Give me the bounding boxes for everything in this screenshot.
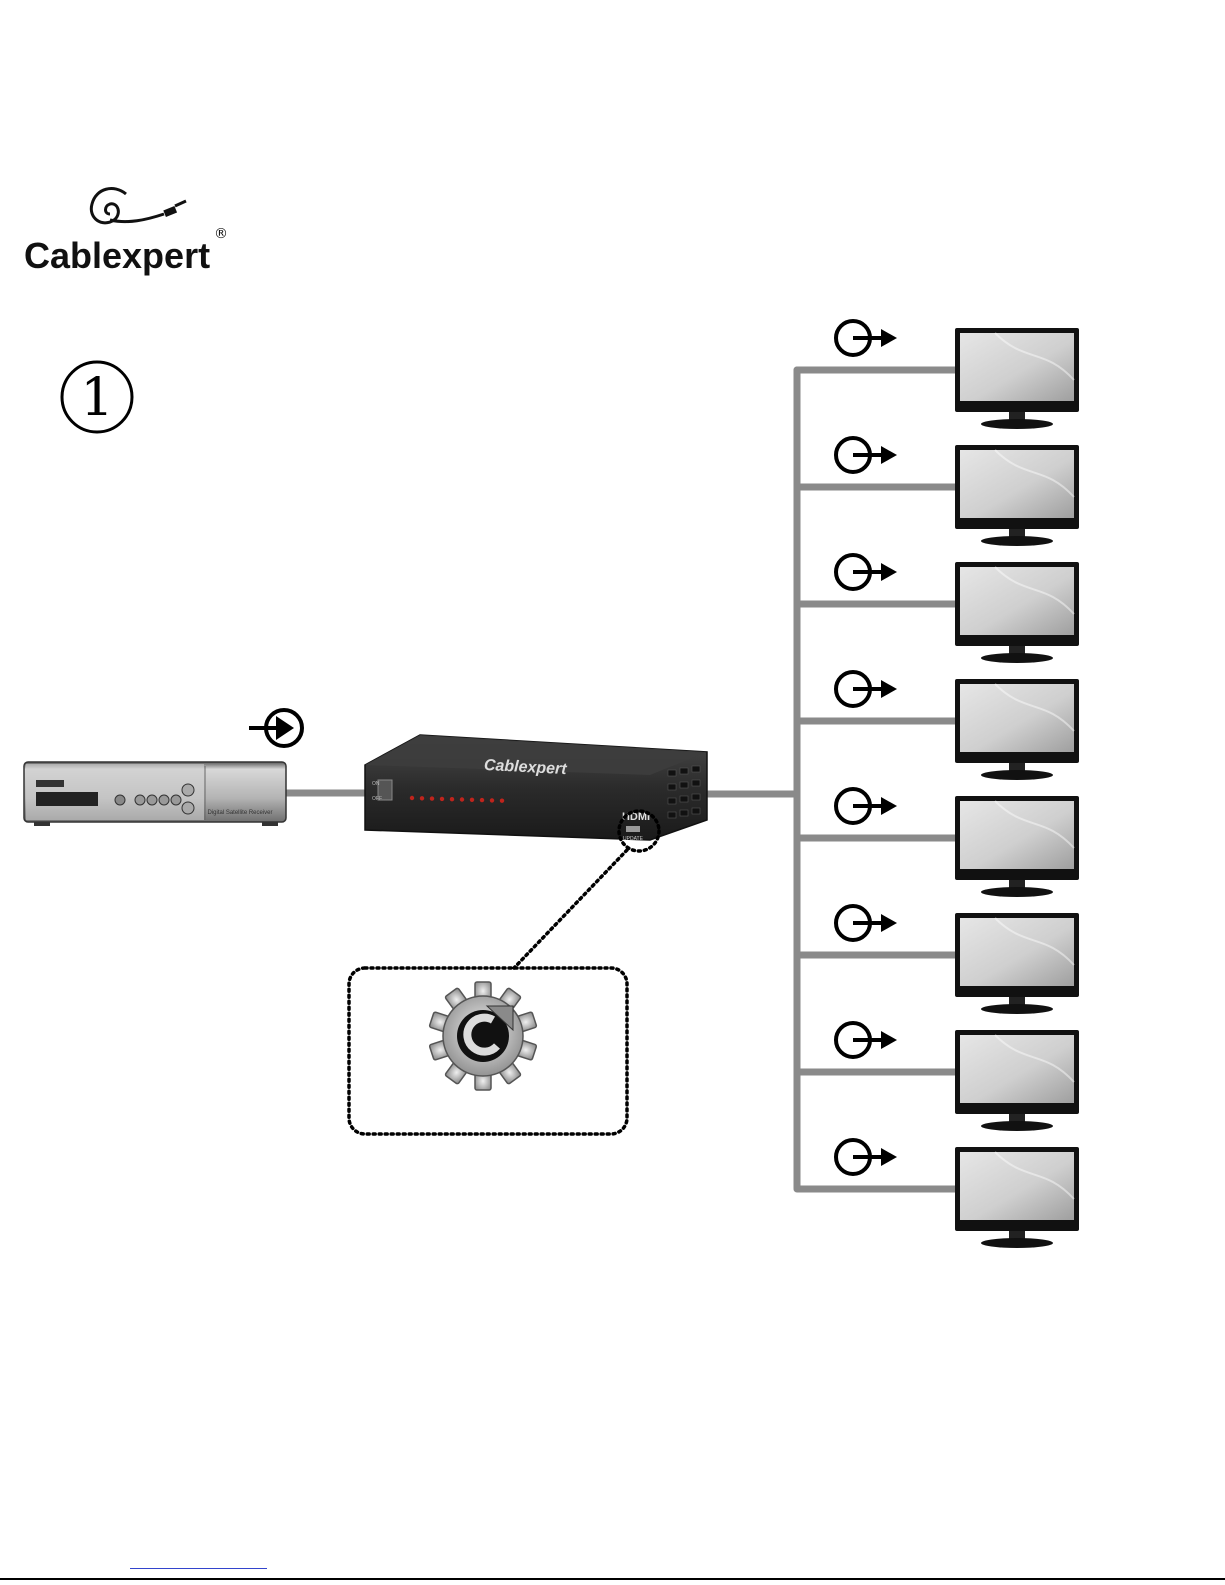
receiver-front-label: Digital Satellite Receiver bbox=[207, 810, 272, 816]
update-port-callout bbox=[349, 811, 659, 1134]
output-arrow-icon bbox=[836, 672, 897, 706]
monitor-icon bbox=[955, 796, 1079, 897]
monitor-icon bbox=[955, 1030, 1079, 1131]
output-arrow-icon bbox=[836, 555, 897, 589]
svg-text:1: 1 bbox=[80, 368, 113, 428]
status-led bbox=[420, 796, 424, 800]
output-arrow-icon bbox=[836, 789, 897, 823]
status-led bbox=[470, 798, 474, 802]
output-markers bbox=[836, 321, 897, 1174]
status-led bbox=[480, 798, 484, 802]
status-led bbox=[490, 798, 494, 802]
status-led bbox=[440, 797, 444, 801]
step-number-badge: 1 bbox=[62, 362, 132, 432]
monitor-icon bbox=[955, 445, 1079, 546]
output-arrow-icon bbox=[836, 1023, 897, 1057]
power-off-label: OFF bbox=[372, 796, 382, 802]
status-led bbox=[500, 799, 504, 803]
output-arrow-icon bbox=[836, 321, 897, 355]
status-led bbox=[460, 797, 464, 801]
status-led bbox=[410, 796, 414, 800]
status-led bbox=[450, 797, 454, 801]
output-arrow-icon bbox=[836, 906, 897, 940]
footer-link-underline[interactable] bbox=[130, 1568, 267, 1569]
output-displays bbox=[955, 328, 1079, 1248]
monitor-icon bbox=[955, 679, 1079, 780]
monitor-icon bbox=[955, 1147, 1079, 1248]
monitor-icon bbox=[955, 328, 1079, 429]
power-on-label: ON bbox=[372, 781, 380, 787]
hdmi-splitter: Cablexpert ON OFF HDMI UPDATE bbox=[365, 735, 707, 842]
satellite-receiver: Digital Satellite Receiver bbox=[24, 762, 286, 826]
output-arrow-icon bbox=[836, 438, 897, 472]
output-branches bbox=[797, 370, 955, 1189]
page-bottom-rule bbox=[0, 1578, 1225, 1580]
firmware-update-gear-icon bbox=[429, 982, 537, 1090]
monitor-icon bbox=[955, 562, 1079, 663]
output-arrow-icon bbox=[836, 1140, 897, 1174]
input-arrow-icon bbox=[249, 710, 302, 746]
monitor-icon bbox=[955, 913, 1079, 1014]
status-led bbox=[430, 796, 434, 800]
update-port-label: UPDATE bbox=[623, 836, 644, 842]
